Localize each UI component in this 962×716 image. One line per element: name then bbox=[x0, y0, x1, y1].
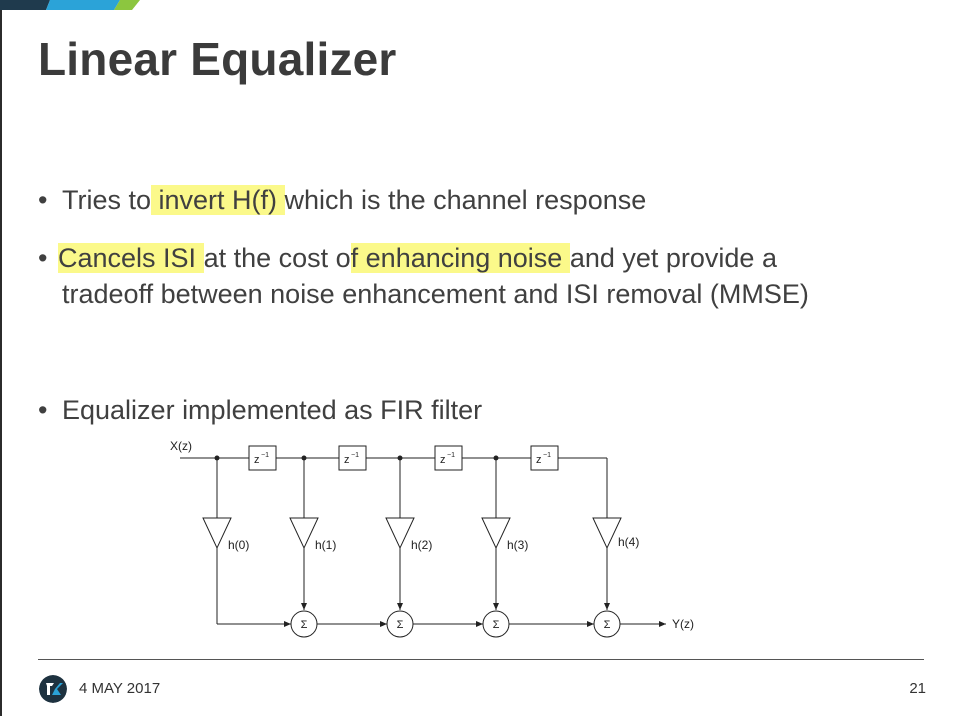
page-number: 21 bbox=[909, 680, 926, 697]
tap-label-h0: h(0) bbox=[228, 538, 249, 552]
bullet-segment: Tries to bbox=[62, 185, 152, 215]
bullet-dot: • bbox=[38, 395, 48, 425]
summer-symbol: Σ bbox=[604, 619, 611, 631]
slide-left-edge bbox=[0, 0, 2, 716]
delay-label: z bbox=[440, 454, 446, 466]
delay-exponent: −1 bbox=[447, 452, 455, 459]
top-brand-stripe bbox=[0, 0, 140, 10]
fir-filter-diagram: X(z) Y(z) z −1 z −1 z −1 z −1 h(0) h(1) … bbox=[170, 439, 694, 638]
delay-label: z bbox=[254, 454, 260, 466]
tap-label-h1: h(1) bbox=[315, 538, 336, 552]
company-logo-icon bbox=[39, 675, 67, 703]
delay-label: z bbox=[344, 454, 350, 466]
output-label: Y(z) bbox=[672, 617, 694, 631]
delay-label: z bbox=[536, 454, 542, 466]
tap-label-h3: h(3) bbox=[507, 538, 528, 552]
bullet-dot: • bbox=[38, 243, 48, 273]
bullet-text: Tries to invert H(f) which is the channe… bbox=[62, 182, 646, 218]
bullet-text: Cancels ISI at the cost of enhancing noi… bbox=[58, 240, 777, 276]
bullet-segment: and yet provide a bbox=[569, 243, 777, 273]
bullet-segment: which is the channel response bbox=[284, 185, 647, 215]
tap-label-h2: h(2) bbox=[411, 538, 432, 552]
slide-title: Linear Equalizer bbox=[38, 33, 397, 85]
summer-symbol: Σ bbox=[397, 619, 404, 631]
bullet-text: Equalizer implemented as FIR filter bbox=[62, 395, 483, 425]
bullet-dot: • bbox=[38, 185, 48, 215]
highlight-invert-hf: invert H(f) bbox=[151, 185, 285, 215]
summer-symbol: Σ bbox=[301, 619, 308, 631]
highlight-enhancing-noise: f enhancing noise bbox=[350, 243, 570, 273]
delay-exponent: −1 bbox=[351, 452, 359, 459]
delay-exponent: −1 bbox=[543, 452, 551, 459]
summer-symbol: Σ bbox=[493, 619, 500, 631]
tap-label-h4: h(4) bbox=[618, 535, 639, 549]
footer-divider bbox=[38, 659, 924, 660]
delay-exponent: −1 bbox=[261, 452, 269, 459]
input-label: X(z) bbox=[170, 439, 192, 453]
footer-date: 4 MAY 2017 bbox=[79, 680, 161, 697]
highlight-cancels-isi: Cancels ISI bbox=[58, 243, 204, 273]
bullet-segment: at the cost o bbox=[203, 243, 351, 273]
bullet-continuation-text: tradeoff between noise enhancement and I… bbox=[62, 279, 809, 309]
